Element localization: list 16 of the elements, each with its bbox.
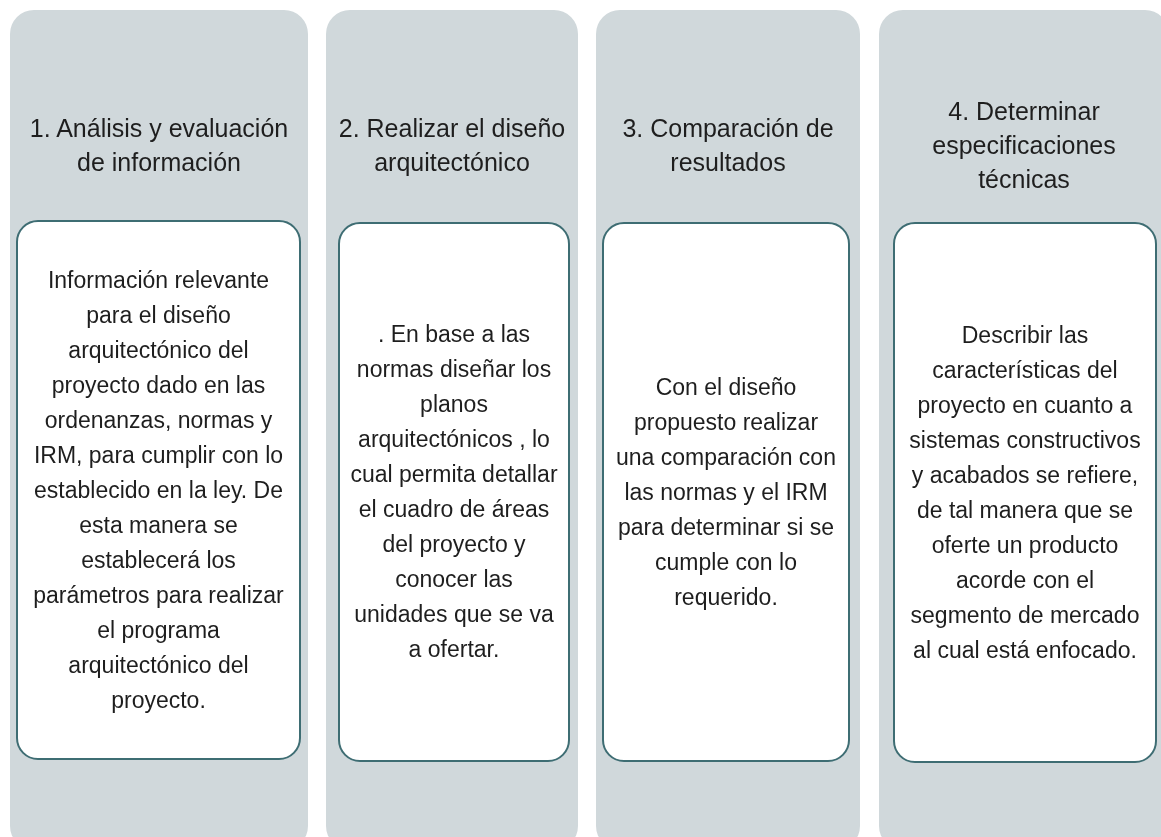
description-box [338,222,570,762]
description-text: Información relevante para el diseño arquitectónico del proyecto dado en las ordenanzas, normas y IRM, para cumplir con lo establecido en la ley. De esta manera se establecerá los parámetros para realizar el programa arquitectónico del proyecto. [32,265,285,715]
column-panel [326,10,578,837]
column-heading: 2. Realizar el diseño arquitectónico [337,113,567,178]
description-box [893,222,1157,763]
column-panel [596,10,860,837]
column-heading: 3. Comparación de resultados [621,113,835,178]
description-box [602,222,850,762]
column-panel [10,10,308,837]
description-text: Describir las características del proyecto en cuanto a sistemas constructivos y acabados se refiere, de tal manera que se oferte un producto acorde con el segmento de mercado al cual está enfocado. [908,320,1142,665]
column-heading: 4. Determinar especificaciones técnicas [931,96,1117,195]
description-text: . En base a las normas diseñar los planos arquitectónicos , lo cual permita detallar el cuadro de áreas del proyecto y conocer las unidades que se va a ofertar. [349,320,559,664]
description-box [16,220,301,760]
description-text: Con el diseño propuesto realizar una comparación con las normas y el IRM para determinar si se cumple con lo requerido. [615,372,837,612]
column-panel [879,10,1161,837]
column-heading: 1. Análisis y evaluación de información [28,113,290,178]
